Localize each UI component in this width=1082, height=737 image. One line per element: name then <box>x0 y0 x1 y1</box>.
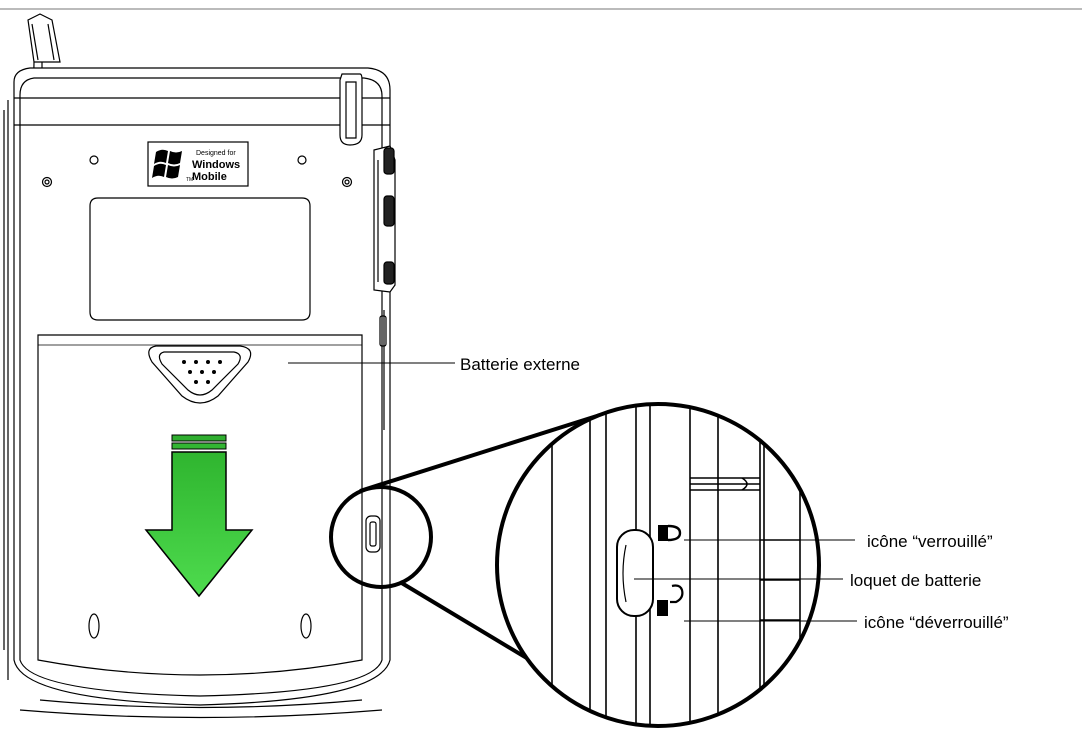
label-battery-latch: loquet de batterie <box>850 571 981 590</box>
zoom-source-circle <box>329 485 433 589</box>
lock-open-icon <box>657 584 684 616</box>
pda-device <box>3 13 396 719</box>
label-external-battery: Batterie externe <box>460 355 580 374</box>
zoom-detail <box>495 402 821 728</box>
logo-line3: Mobile <box>192 171 227 183</box>
windows-mobile-logo: Designed for Windows Mobile TM <box>147 141 249 187</box>
logo-line1: Designed for <box>196 150 236 157</box>
logo-tm: TM <box>186 177 193 183</box>
lock-closed-icon <box>658 524 682 542</box>
logo-line2: Windows <box>192 159 240 171</box>
speaker-grille <box>148 345 252 404</box>
label-unlocked-icon: icône “déverrouillé” <box>864 613 1009 632</box>
battery-cover <box>37 334 363 676</box>
device-inner-edge <box>19 77 383 697</box>
leader-lines <box>288 362 857 622</box>
windows-flag-icon <box>152 149 182 179</box>
down-arrow-icon <box>144 434 254 598</box>
side-buttons <box>339 73 396 430</box>
camera-window <box>89 197 311 321</box>
label-locked-icon: icône “verrouillé” <box>867 532 993 551</box>
